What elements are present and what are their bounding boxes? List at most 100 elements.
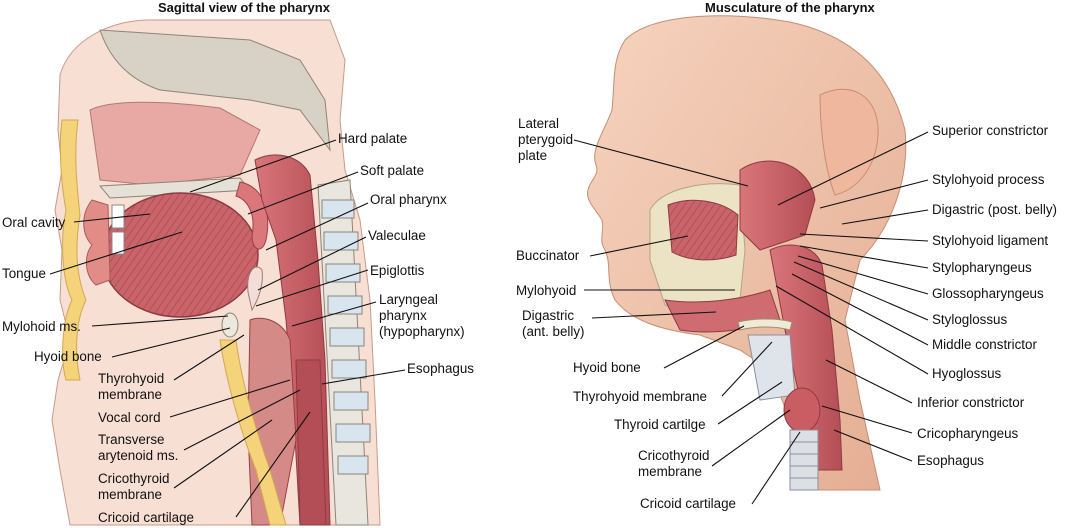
label-cricothyroid-membrane-right-line: Cricothyroid	[638, 448, 710, 463]
label-stylopharyngeus: Stylopharyngeus	[932, 260, 1032, 276]
label-lateral-pterygoid-plate-line: plate	[518, 148, 548, 163]
leader-esophagus-right	[833, 429, 913, 462]
label-laryngeal-pharynx-line: Laryngeal	[379, 292, 438, 307]
nasal-skull	[99, 29, 331, 152]
label-hyoid-bone-right-line: Hyoid bone	[573, 360, 641, 375]
label-digastric-ant-belly-line: (ant. belly)	[522, 324, 585, 339]
label-lateral-pterygoid-plate-line: Lateral	[518, 116, 559, 131]
label-styloglossus: Styloglossus	[932, 312, 1007, 328]
label-buccinator: Buccinator	[516, 248, 579, 264]
label-hyoid-bone-right: Hyoid bone	[573, 360, 641, 376]
leader-hyoid-right	[663, 325, 745, 369]
leader-cricothyroid-left	[173, 419, 273, 489]
label-superior-constrictor-line: Superior constrictor	[932, 123, 1049, 138]
label-thyroid-cartilage: Thyroid cartilge	[614, 417, 706, 433]
label-valeculae: Valeculae	[368, 228, 426, 244]
left-panel-title: Sagittal view of the pharynx	[158, 0, 330, 15]
label-vocal-cord: Vocal cord	[98, 410, 161, 426]
label-mylohoid-ms: Mylohoid ms.	[2, 319, 81, 335]
leader-laryngeal-pharynx	[291, 301, 377, 327]
label-cricothyroid-membrane-left-line: Cricothyroid	[98, 471, 170, 486]
label-thyroid-cartilage-line: Thyroid cartilge	[614, 417, 706, 432]
tongue	[101, 192, 259, 318]
label-thyrohyoid-membrane-right-line: Thyrohyoid membrane	[573, 389, 707, 404]
label-thyrohyoid-membrane-left-line: membrane	[98, 387, 163, 402]
right-panel-title: Musculature of the pharynx	[705, 0, 875, 15]
label-inferior-constrictor: Inferior constrictor	[917, 395, 1024, 411]
label-hyoid-bone-left: Hyoid bone	[34, 349, 102, 365]
label-stylohyoid-process: Stylohyoid process	[932, 172, 1044, 188]
label-valeculae-line: Valeculae	[368, 228, 426, 243]
lips	[83, 199, 111, 286]
leader-middle-constrictor	[791, 273, 929, 346]
thyroid-cartilage	[747, 334, 796, 401]
label-cricoid-cartilage-left: Cricoid cartilage	[98, 510, 194, 526]
label-thyrohyoid-membrane-right: Thyrohyoid membrane	[573, 389, 707, 405]
leader-esophagus-left	[321, 369, 406, 385]
leader-stylohyoid-process	[819, 179, 929, 209]
label-mylohoid-ms-line: Mylohoid ms.	[2, 319, 81, 334]
superior-constrictor-muscle	[739, 160, 816, 251]
label-superior-constrictor: Superior constrictor	[932, 123, 1048, 139]
label-soft-palate: Soft palate	[360, 163, 424, 179]
label-oral-pharynx: Oral pharynx	[370, 192, 447, 208]
trachea	[789, 429, 819, 491]
label-stylohyoid-ligament: Stylohyoid ligament	[932, 233, 1048, 249]
label-tongue: Tongue	[2, 266, 46, 282]
label-oral-cavity: Oral cavity	[2, 215, 65, 231]
label-middle-constrictor-line: Middle constrictor	[932, 337, 1037, 352]
label-digastric-ant-belly-line: Digastric	[522, 308, 575, 323]
label-digastric-ant-belly: Digastric(ant. belly)	[522, 308, 585, 340]
leader-tongue	[49, 231, 183, 275]
buccinator-muscle	[667, 199, 739, 261]
label-hyoglossus: Hyoglossus	[932, 366, 1001, 382]
label-cricopharyngeus-line: Cricopharyngeus	[917, 426, 1019, 441]
label-tongue-line: Tongue	[2, 266, 46, 281]
epiglottis	[247, 266, 263, 312]
leader-inferior-constrictor	[825, 359, 913, 404]
leader-hyoglossus	[775, 285, 929, 375]
label-esophagus-right-line: Esophagus	[917, 453, 985, 468]
leader-stylopharyngeus	[799, 245, 929, 269]
leader-vocal-cord	[169, 379, 291, 418]
hyoid-bone	[221, 312, 239, 338]
label-epiglottis-line: Epiglottis	[370, 263, 425, 278]
leader-valeculae	[257, 236, 367, 291]
label-laryngeal-pharynx-line: (hypopharynx)	[379, 324, 465, 339]
label-cricoid-cartilage-left-line: Cricoid cartilage	[98, 510, 195, 525]
leader-cricopharyngeus	[821, 405, 913, 434]
label-stylohyoid-ligament-line: Stylohyoid ligament	[932, 233, 1049, 248]
leader-mylohoid	[91, 315, 229, 327]
label-cricothyroid-membrane-left-line: membrane	[98, 487, 163, 502]
leader-transverse-arytenoid	[183, 389, 301, 451]
leader-stylohyoid-ligament	[799, 233, 929, 242]
leader-superior-constrictor	[777, 131, 929, 206]
esophagus	[295, 359, 327, 526]
label-laryngeal-pharynx-line: pharynx	[379, 308, 427, 323]
label-oral-pharynx-line: Oral pharynx	[370, 192, 447, 207]
label-oral-cavity-line: Oral cavity	[2, 215, 66, 230]
musculature-illustration	[586, 15, 907, 491]
leader-digastric-ant	[591, 311, 717, 319]
label-soft-palate-line: Soft palate	[360, 163, 425, 178]
label-hard-palate: Hard palate	[338, 131, 407, 147]
leader-oral-cavity	[73, 213, 151, 223]
facial-fat	[59, 119, 87, 381]
label-cricopharyngeus: Cricopharyngeus	[917, 426, 1018, 442]
label-stylopharyngeus-line: Stylopharyngeus	[932, 260, 1032, 275]
label-mylohyoid: Mylohyoid	[516, 283, 576, 299]
leader-hyoid-left	[111, 327, 231, 358]
sagittal-illustration	[51, 19, 381, 526]
label-hard-palate-line: Hard palate	[338, 131, 408, 146]
label-esophagus-right: Esophagus	[917, 453, 984, 469]
label-styloglossus-line: Styloglossus	[932, 312, 1008, 327]
label-thyrohyoid-membrane-left-line: Thyrohyoid	[98, 371, 165, 386]
label-glossopharyngeus-line: Glossopharyngeus	[932, 286, 1044, 301]
leader-epiglottis	[255, 269, 369, 307]
